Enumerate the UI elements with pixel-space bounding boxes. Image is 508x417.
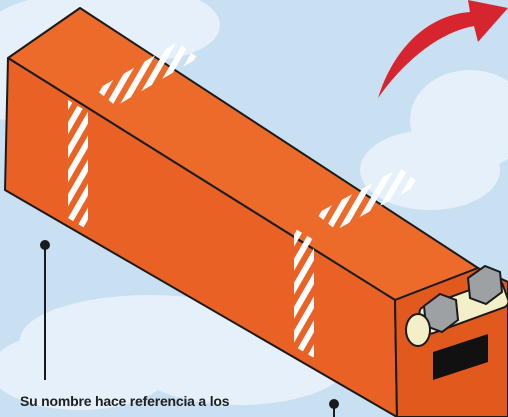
caption-text: Su nombre hace referencia a los	[20, 393, 230, 409]
hazard-stripes-top-left	[96, 42, 198, 106]
label-plate	[433, 334, 488, 380]
bolt-icon	[405, 264, 508, 347]
hazard-stripes-front-right	[294, 228, 314, 358]
callout-marker-lower	[329, 399, 339, 417]
hazard-stripes-front-left	[68, 100, 88, 230]
callout-line-left	[40, 240, 50, 380]
hazard-stripes-top-right	[316, 168, 420, 230]
cloud-lower	[0, 295, 350, 410]
curved-arrow-icon	[378, 0, 508, 98]
